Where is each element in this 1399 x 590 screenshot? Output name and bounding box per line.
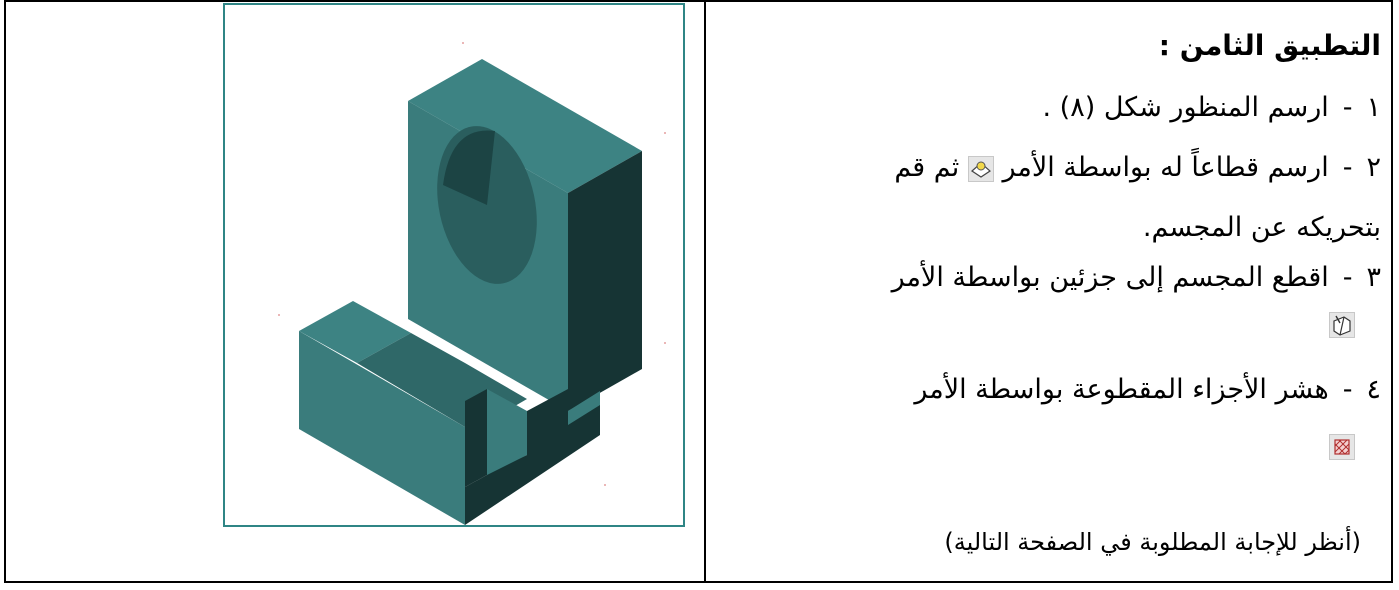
figure-frame xyxy=(223,3,685,527)
step-text-continued: ثم قم xyxy=(894,152,960,183)
base-slot-wall xyxy=(487,389,527,477)
stray-dot xyxy=(664,342,666,344)
base-step-top xyxy=(465,389,487,487)
isometric-solid-drawing xyxy=(278,42,666,525)
step-2: ٢-ارسم قطاعاً له بواسطة الأمر ثم قم xyxy=(894,148,1381,188)
step-4-icon-line xyxy=(1329,426,1355,466)
stray-dot xyxy=(462,42,464,44)
slice-command-icon xyxy=(1329,311,1355,338)
base-side-face xyxy=(465,389,600,525)
step-2-continuation: بتحريكه عن المجسم. xyxy=(1142,212,1381,243)
stray-dot xyxy=(278,314,280,316)
base-top-left xyxy=(299,301,411,363)
stray-dot xyxy=(664,132,666,134)
base-front-face xyxy=(299,331,465,525)
step-dash: - xyxy=(1342,374,1353,405)
step-4: ٤-هشر الأجزاء المقطوعة بواسطة الأمر xyxy=(914,370,1381,410)
step-text: هشر الأجزاء المقطوعة بواسطة الأمر xyxy=(914,374,1329,405)
instructions-cell: التطبيق الثامن : ١-ارسم المنظور شكل (٨) … xyxy=(706,2,1391,581)
section-command-icon xyxy=(967,155,994,182)
step-text: اقطع المجسم إلى جزئين بواسطة الأمر xyxy=(891,262,1329,293)
exercise-title: التطبيق الثامن : xyxy=(1158,29,1381,62)
hole-shading xyxy=(443,130,495,205)
upright-top-face xyxy=(408,59,642,193)
upright-side-face xyxy=(568,151,642,411)
step-3: ٣-اقطع المجسم إلى جزئين بواسطة الأمر xyxy=(892,258,1381,298)
stray-dot xyxy=(604,484,606,486)
base-right-top xyxy=(568,391,600,425)
step-dash: - xyxy=(1342,92,1353,123)
step-1: ١-ارسم المنظور شكل (٨) . xyxy=(1043,88,1382,128)
step-dash: - xyxy=(1342,152,1353,183)
step-number: ٢ xyxy=(1366,152,1381,183)
step-dash: - xyxy=(1342,262,1353,293)
exercise-table: التطبيق الثامن : ١-ارسم المنظور شكل (٨) … xyxy=(4,0,1393,583)
step-3-icon-line xyxy=(1329,304,1355,344)
step-number: ٣ xyxy=(1366,262,1381,293)
step-text: ارسم المنظور شكل (٨) . xyxy=(1042,92,1329,123)
step-number: ١ xyxy=(1366,92,1381,123)
figure-cell xyxy=(6,2,704,581)
step-number: ٤ xyxy=(1366,374,1381,405)
column-divider xyxy=(704,2,706,581)
hatch-command-icon xyxy=(1329,433,1355,460)
step-text: ارسم قطاعاً له بواسطة الأمر xyxy=(1002,152,1329,183)
answer-note: (أنظر للإجابة المطلوبة في الصفحة التالية… xyxy=(944,528,1361,556)
